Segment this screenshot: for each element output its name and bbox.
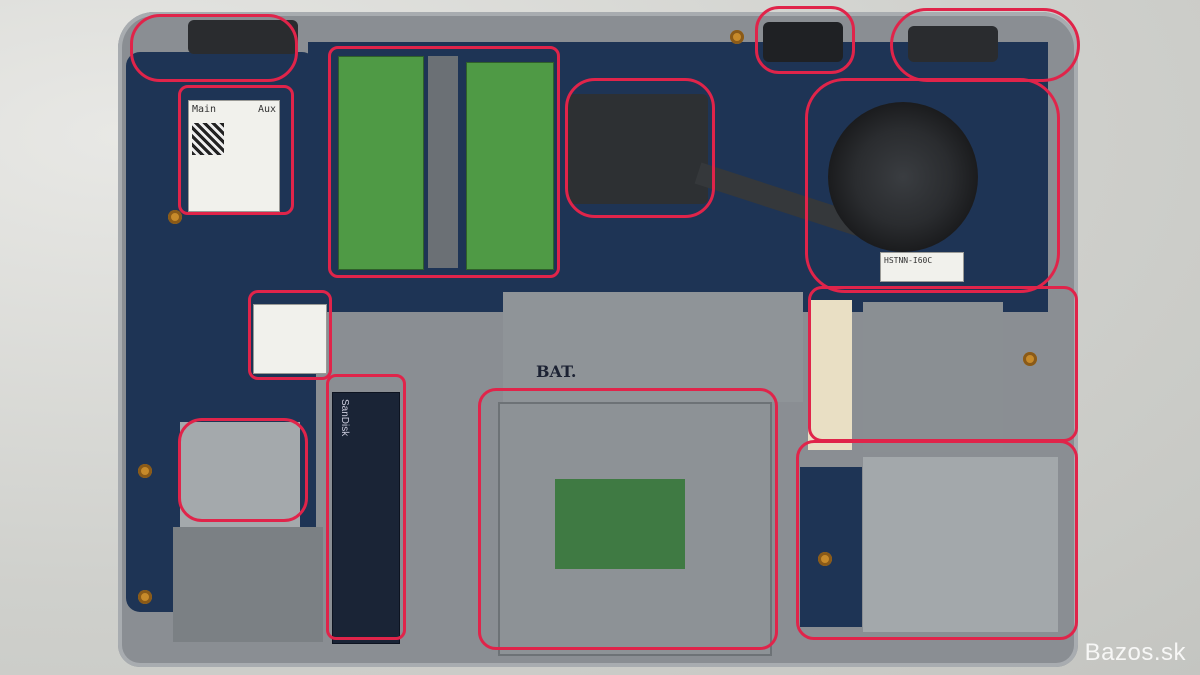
ssd-brand-label: SanDisk [339,399,350,437]
highlight-touchpad [478,388,778,650]
highlight-fan [805,78,1060,293]
highlight-hinge-left [130,14,298,82]
highlight-wifi-card [178,85,294,215]
highlight-ssd [326,374,406,640]
small-wireless-card [253,304,327,374]
wifi-aux-label: Aux [257,104,276,115]
highlight-hinge-right-1 [755,6,855,74]
highlight-right-lower [796,440,1078,640]
ram-module-1 [338,56,424,270]
touchpad-board [555,479,685,569]
screw [168,210,182,224]
flat-ribbon-cable [808,300,852,450]
highlight-smartcard [178,418,308,522]
highlight-hinge-right-2 [890,8,1080,82]
ssd-drive: SanDisk [332,392,400,644]
fan-model-text: HSTNN-I60C [884,256,933,265]
ram-module-2 [466,62,554,270]
touchpad-assembly [498,402,772,656]
screw [1023,352,1037,366]
right-metal-plate [863,302,1003,452]
screw [818,552,832,566]
laptop-chassis: Main Aux HSTNN-I60C BAT. [118,12,1078,667]
screw [138,464,152,478]
wifi-card: Main Aux [188,100,280,212]
screw [138,590,152,604]
right-lower-plate [863,457,1058,632]
audio-board [800,467,862,627]
fan-label: HSTNN-I60C [880,252,964,282]
lower-left-bay [173,527,323,642]
highlight-heatsink [565,78,715,218]
cooling-fan [828,102,978,252]
wifi-main-label: Main [192,104,217,115]
highlight-small-card [248,290,332,380]
battery-handwritten-mark: BAT. [536,362,577,381]
highlight-right-plate [808,286,1078,442]
ram-slot [428,56,458,268]
battery-bay [503,292,803,402]
cpu-heatsink [568,94,708,204]
watermark-logo: Bazos.sk [1084,639,1186,666]
screw [730,30,744,44]
highlight-ram [328,46,560,278]
qr-code-icon [192,123,224,155]
